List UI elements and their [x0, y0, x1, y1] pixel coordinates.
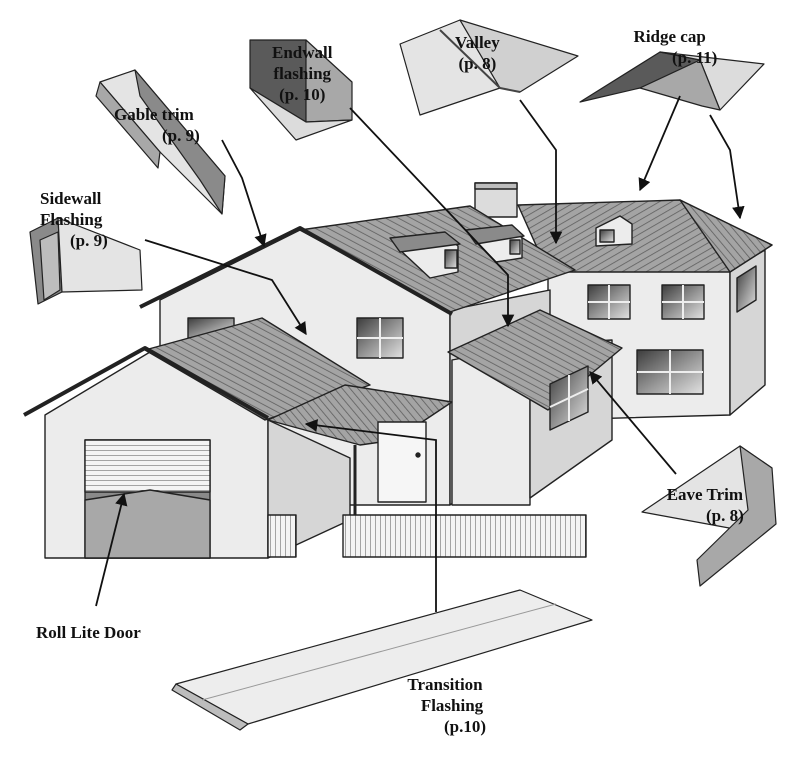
dormers-main	[389, 224, 525, 279]
endwall-flashing-part	[249, 39, 353, 141]
parts	[29, 19, 777, 731]
leader-arrows	[95, 95, 745, 612]
roll-lite-shutter	[84, 439, 211, 493]
sidewall-flashing-part	[29, 217, 143, 305]
label-endwall-flashing: Endwall flashing (p. 10)	[272, 43, 333, 104]
arrow-eave	[589, 371, 677, 475]
label-valley: Valley (p. 8)	[455, 33, 500, 73]
label-sidewall-flashing: Sidewall Flashing (p. 9)	[40, 189, 108, 250]
house	[23, 182, 773, 559]
right-wing-hip	[679, 199, 773, 273]
arrow-gable	[221, 139, 267, 248]
arrow-ridge-2	[709, 114, 745, 220]
arrow-endwall	[349, 107, 515, 328]
garage-gable-edge	[23, 346, 269, 420]
garage-roof	[144, 317, 371, 421]
arrow-sidewall	[144, 239, 307, 336]
label-gable-trim: Gable trim (p. 9)	[113, 105, 200, 145]
transition-flashing-part	[171, 589, 593, 731]
label-transition-flashing: Transition Flashing (p.10)	[407, 675, 487, 736]
arrow-valley	[519, 99, 563, 245]
eave-trim-part	[641, 445, 777, 587]
label-roll-lite-door: Roll Lite Door	[36, 623, 141, 642]
fence-right	[342, 514, 587, 558]
ridge-cap-part	[579, 51, 765, 111]
arrow-ridge-1	[638, 95, 681, 192]
gable-trim-part	[95, 69, 226, 215]
arrow-transition	[304, 419, 437, 612]
valley-part	[399, 19, 579, 116]
label-ridge-cap: Ridge cap (p. 11)	[633, 27, 718, 67]
fence-left	[267, 514, 297, 558]
window-mullions	[588, 285, 704, 394]
label-eave-trim: Eave Trim (p. 8)	[666, 485, 744, 525]
arrow-roll	[95, 492, 128, 607]
gable-edge	[139, 226, 453, 316]
